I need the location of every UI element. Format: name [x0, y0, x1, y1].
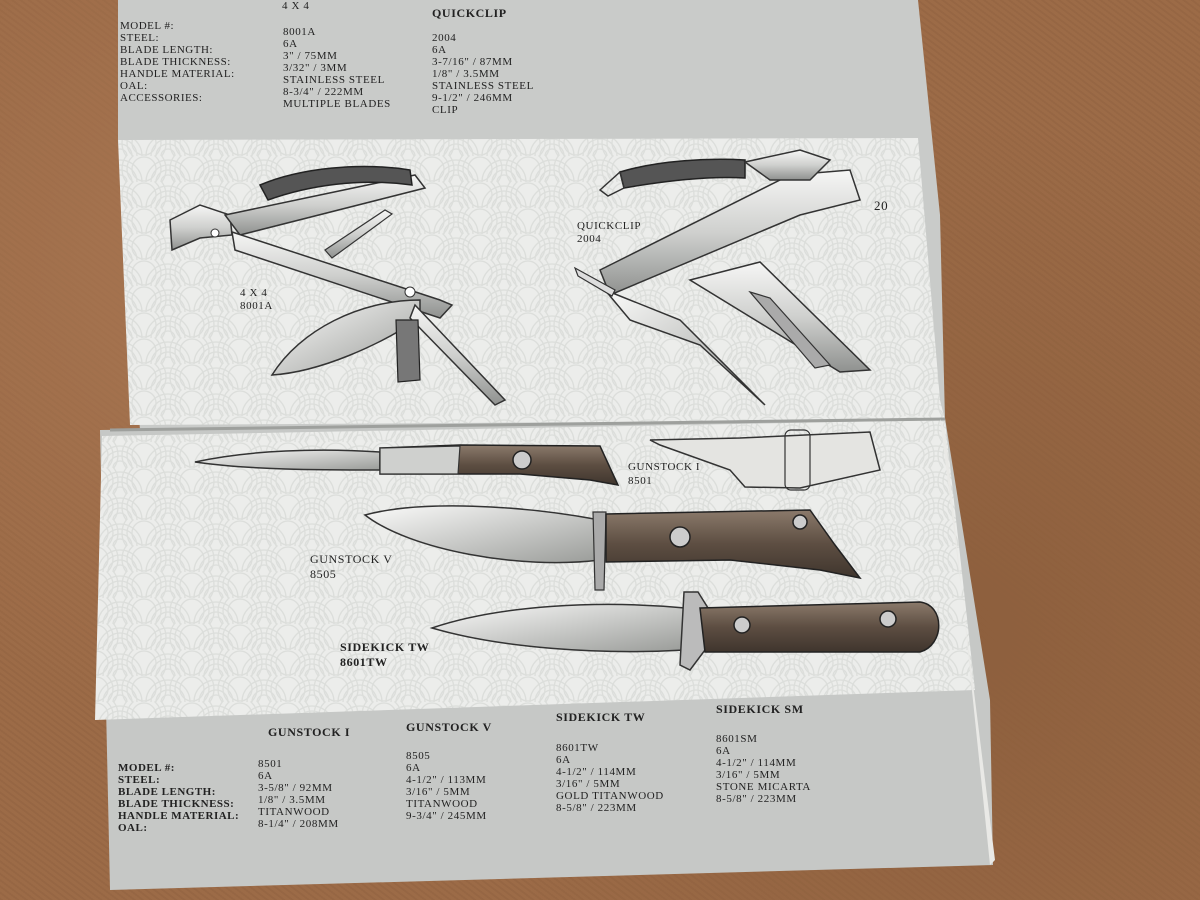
spec-label: OAL:	[118, 822, 148, 834]
product-name: QUICKCLIP	[577, 220, 642, 232]
bottom-spec-labels: MODEL #: STEEL: BLADE LENGTH: BLADE THIC…	[118, 762, 239, 834]
four-by-four-multitool-illustration	[169, 165, 507, 406]
product-model: 8501	[628, 475, 653, 487]
column-header-sidekick-sm: SIDEKICK SM	[716, 702, 804, 716]
spec-label: BLADE LENGTH:	[118, 786, 216, 798]
spec-value: 8601TW	[556, 742, 599, 754]
top-column-4x4: 8001A 6A 3" / 75MM 3/32" / 3MM STAINLESS…	[283, 26, 391, 110]
spec-label: OAL:	[120, 80, 148, 92]
spec-value: TITANWOOD	[258, 806, 330, 818]
spec-value: 8-5/8" / 223MM	[716, 793, 797, 805]
column-header-gunstock-i: GUNSTOCK I	[268, 725, 351, 739]
spec-value: 1/8" / 3.5MM	[258, 794, 326, 806]
sidekick-tw-illustration	[429, 591, 940, 671]
column-header-gunstock-v: GUNSTOCK V	[406, 720, 492, 734]
spec-value: 6A	[406, 762, 421, 774]
product-model: 8601TW	[340, 655, 388, 669]
spec-value: 1/8" / 3.5MM	[432, 68, 500, 80]
product-name: SIDEKICK TW	[340, 640, 430, 654]
spec-label: HANDLE MATERIAL:	[120, 68, 235, 80]
top-spec-labels: MODEL #: STEEL: BLADE LENGTH: BLADE THIC…	[120, 20, 235, 104]
spec-label: STEEL:	[118, 774, 161, 786]
spec-value: MULTIPLE BLADES	[283, 98, 391, 110]
spec-label: MODEL #:	[118, 762, 175, 774]
spec-value: 3/16" / 5MM	[406, 786, 471, 798]
label-sidekick-tw: SIDEKICK TW 8601TW	[340, 640, 429, 670]
column-header-4x4: 4 X 4	[282, 0, 310, 12]
spec-value: 3" / 75MM	[283, 50, 338, 62]
column-header-quickclip: QUICKCLIP	[432, 6, 507, 20]
product-model: 2004	[577, 233, 602, 245]
spec-value: 4-1/2" / 114MM	[716, 757, 797, 769]
spec-label: HANDLE MATERIAL:	[118, 810, 240, 822]
spec-value: 4-1/2" / 114MM	[556, 766, 637, 778]
spec-value: CLIP	[432, 104, 459, 116]
bottom-column-gunstock-v: 8505 6A 4-1/2" / 113MM 3/16" / 5MM TITAN…	[406, 750, 487, 822]
spec-label: ACCESSORIES:	[120, 92, 203, 104]
spec-value: 6A	[432, 44, 447, 56]
spec-label: BLADE LENGTH:	[120, 44, 213, 56]
gunstock-v-illustration	[363, 505, 862, 591]
product-model: 8505	[310, 567, 337, 581]
spec-label: BLADE THICKNESS:	[120, 56, 231, 68]
spec-value: 6A	[716, 745, 731, 757]
spec-value: 8505	[406, 750, 431, 762]
quickclip-illustration	[573, 149, 872, 406]
spec-value: GOLD TITANWOOD	[556, 790, 664, 802]
gunstock-i-illustration	[194, 429, 881, 491]
spec-value: 6A	[283, 38, 298, 50]
spec-value: 3/16" / 5MM	[716, 769, 781, 781]
column-header-sidekick-tw: SIDEKICK TW	[556, 710, 646, 724]
spec-value: STAINLESS STEEL	[283, 74, 385, 86]
spec-value: 2004	[432, 32, 457, 44]
spec-value: 3/32" / 3MM	[283, 62, 348, 74]
spec-value: 8-3/4" / 222MM	[283, 86, 364, 98]
spec-label: BLADE THICKNESS:	[118, 798, 235, 810]
bottom-column-sidekick-sm: 8601SM 6A 4-1/2" / 114MM 3/16" / 5MM STO…	[716, 733, 811, 805]
spec-value: 8601SM	[716, 733, 758, 745]
spec-value: 3-7/16" / 87MM	[432, 56, 513, 68]
spec-value: STAINLESS STEEL	[432, 80, 534, 92]
spec-value: 8501	[258, 758, 283, 770]
spec-value: 9-3/4" / 245MM	[406, 810, 487, 822]
spec-value: TITANWOOD	[406, 798, 478, 810]
spec-value: 8-5/8" / 223MM	[556, 802, 637, 814]
product-name: GUNSTOCK V	[310, 552, 393, 566]
product-name: GUNSTOCK I	[628, 461, 701, 473]
spec-value: 6A	[258, 770, 273, 782]
spec-value: 3-5/8" / 92MM	[258, 782, 333, 794]
bottom-column-gunstock-i: 8501 6A 3-5/8" / 92MM 1/8" / 3.5MM TITAN…	[258, 758, 339, 830]
label-4x4: 4 X 4 8001A	[240, 287, 273, 313]
spec-label: MODEL #:	[120, 20, 175, 32]
top-column-quickclip: 2004 6A 3-7/16" / 87MM 1/8" / 3.5MM STAI…	[432, 32, 534, 116]
spec-value: STONE MICARTA	[716, 781, 811, 793]
spec-value: 6A	[556, 754, 571, 766]
product-name: 4 X 4	[240, 287, 268, 299]
spec-value: 8-1/4" / 208MM	[258, 818, 339, 830]
spec-value: 8001A	[283, 26, 316, 38]
product-model: 8001A	[240, 300, 273, 312]
spec-value: 3/16" / 5MM	[556, 778, 621, 790]
page-number: 20	[874, 198, 889, 213]
bottom-column-sidekick-tw: 8601TW 6A 4-1/2" / 114MM 3/16" / 5MM GOL…	[556, 742, 664, 814]
label-gunstock-i: GUNSTOCK I 8501	[628, 460, 700, 488]
label-quickclip: QUICKCLIP 2004	[577, 220, 641, 246]
spec-label: STEEL:	[120, 32, 160, 44]
label-gunstock-v: GUNSTOCK V 8505	[310, 552, 393, 582]
spec-value: 4-1/2" / 113MM	[406, 774, 487, 786]
spec-value: 9-1/2" / 246MM	[432, 92, 513, 104]
